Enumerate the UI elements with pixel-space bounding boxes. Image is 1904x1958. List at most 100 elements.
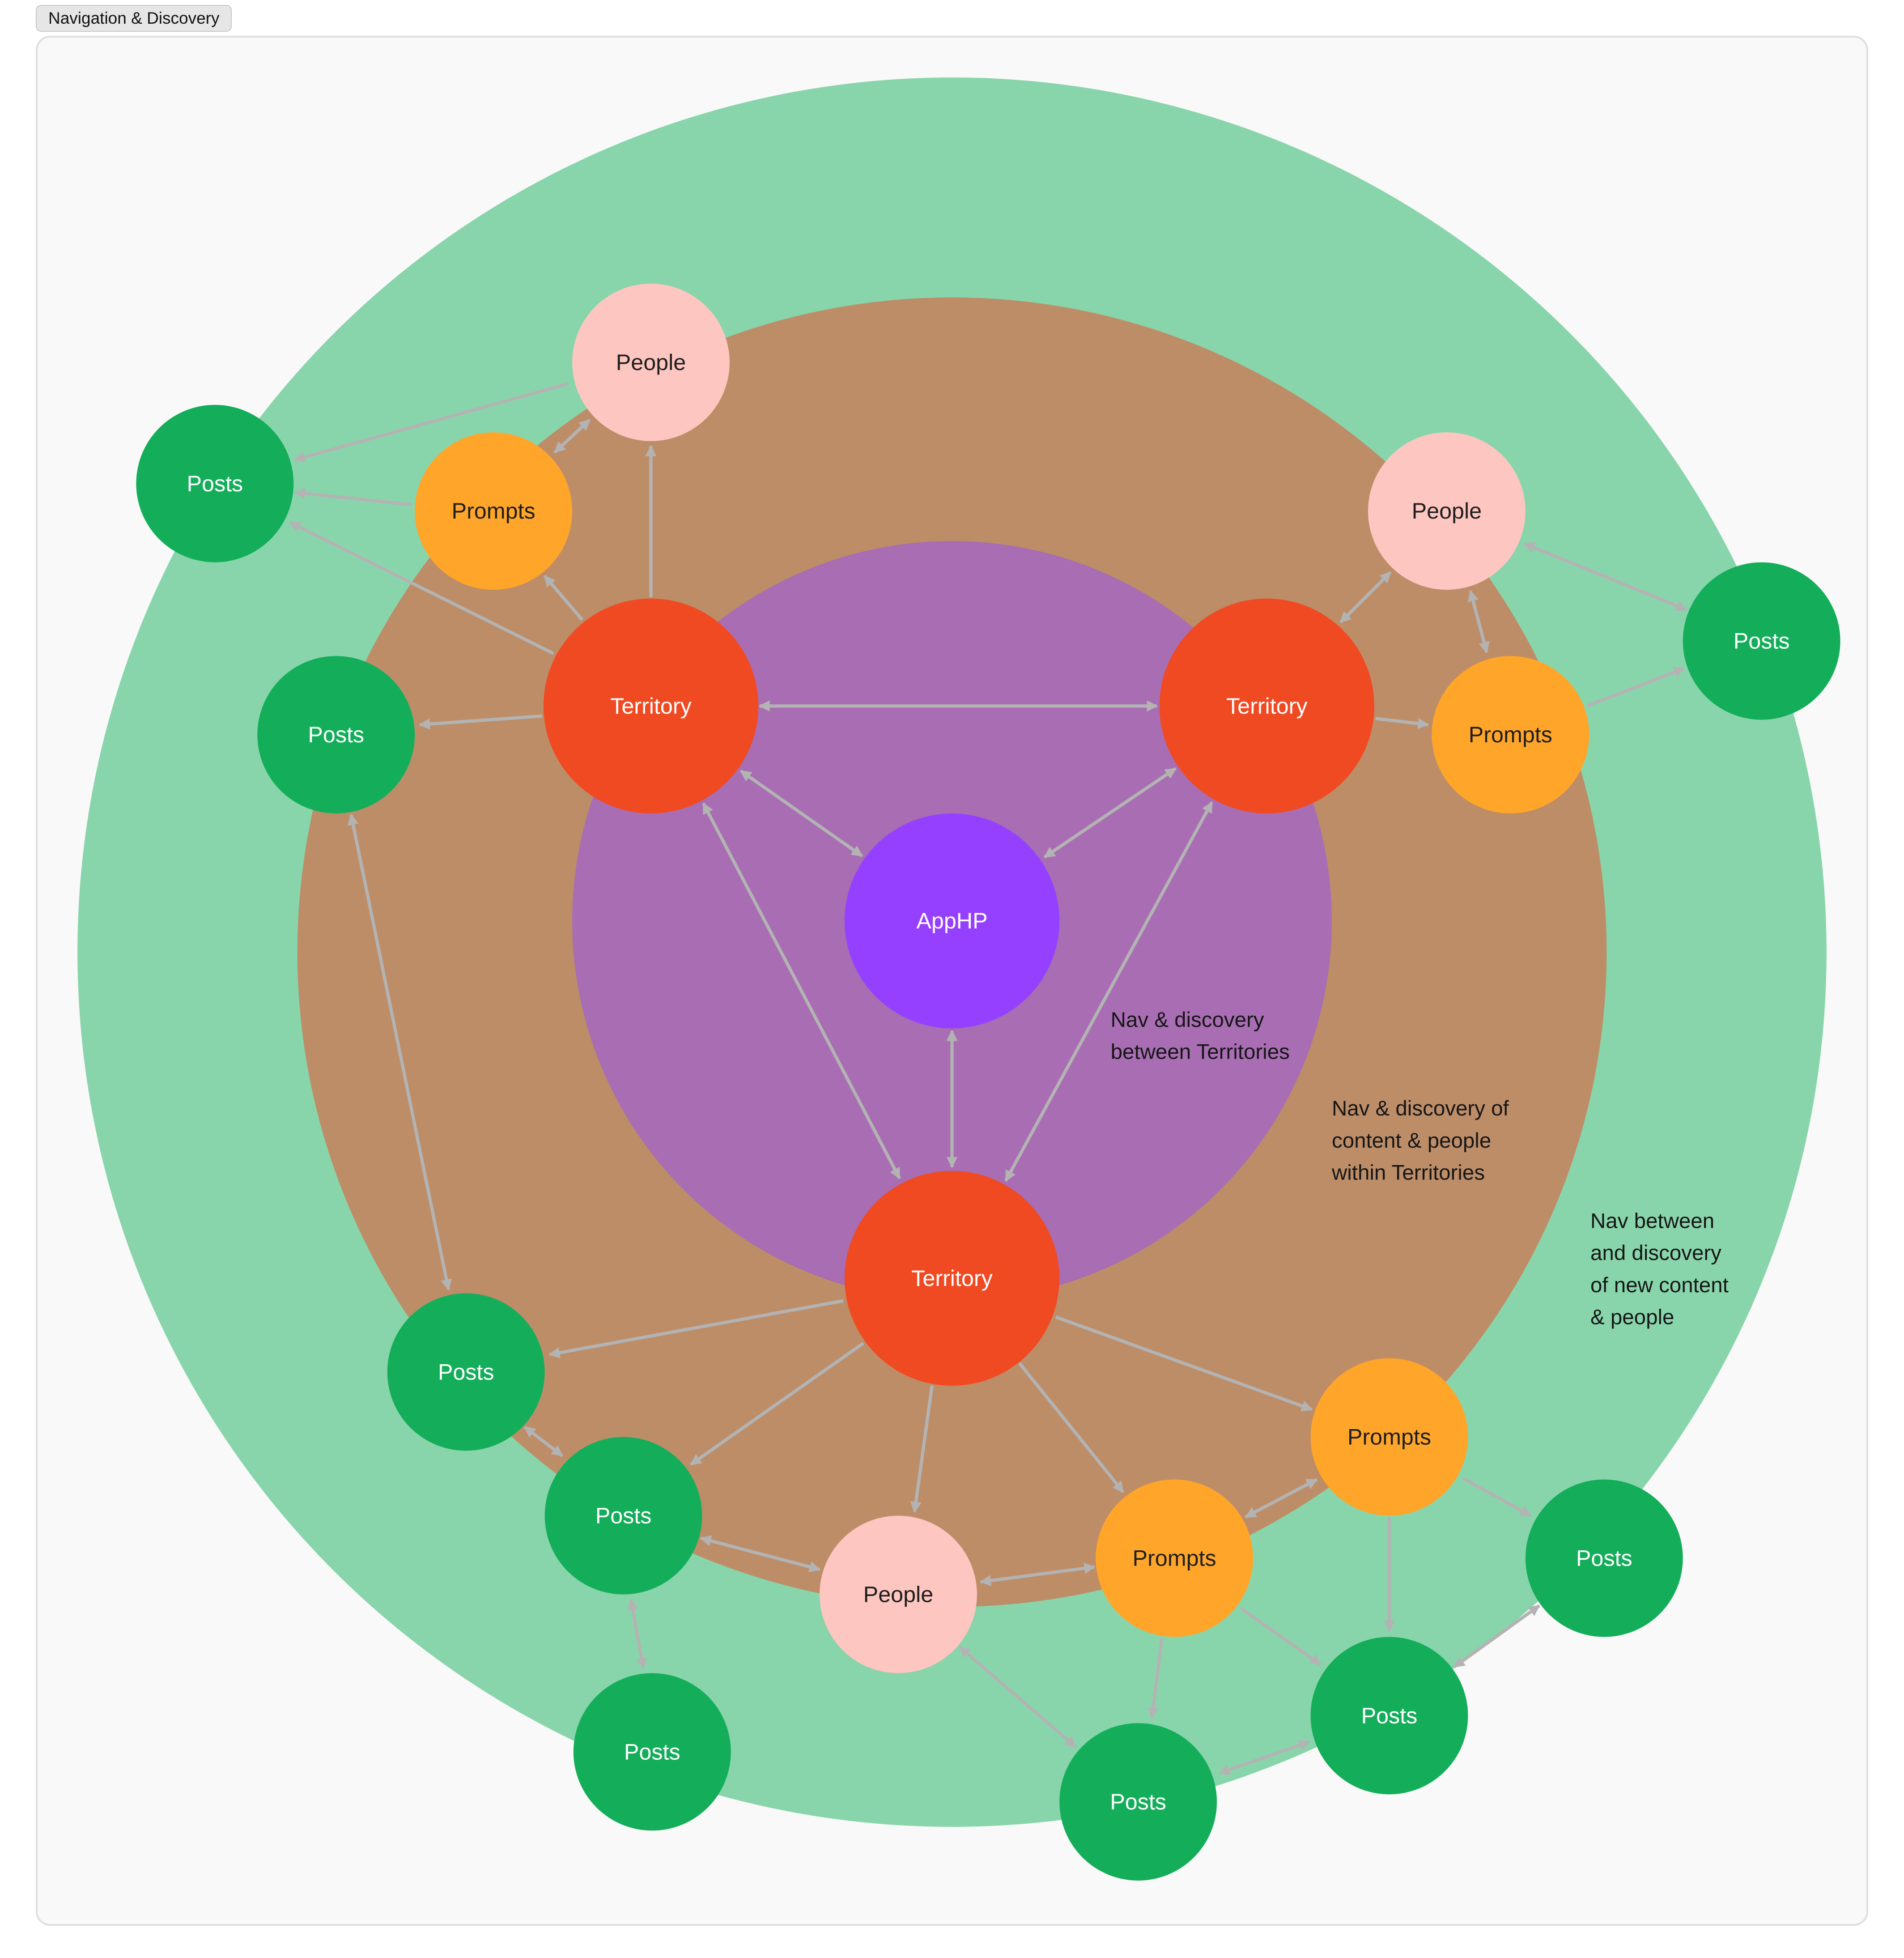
territory-circle[interactable] — [844, 1171, 1060, 1386]
posts-node[interactable]: Posts — [257, 656, 415, 814]
prompts-circle[interactable] — [1310, 1358, 1468, 1516]
posts-label: Posts — [308, 722, 364, 747]
posts-node[interactable]: Posts — [1059, 1723, 1217, 1881]
connector-arrow — [1375, 717, 1429, 729]
connector-arrow — [1339, 571, 1392, 624]
posts-circle[interactable] — [1525, 1479, 1683, 1637]
connector-arrow — [1004, 801, 1214, 1182]
prompts-circle[interactable] — [1096, 1479, 1254, 1637]
prompts-label: Prompts — [1133, 1545, 1216, 1571]
territory-node-bottom[interactable]: Territory — [844, 1171, 1060, 1386]
people-node[interactable]: People — [572, 283, 730, 441]
people-circle[interactable] — [819, 1515, 977, 1673]
connector-arrow — [1218, 1740, 1311, 1775]
connector-arrow — [523, 1426, 563, 1457]
connector-arrow — [1523, 542, 1688, 612]
connector-arrow — [553, 418, 591, 454]
posts-node[interactable]: Posts — [387, 1293, 545, 1451]
posts-node[interactable]: Posts — [1310, 1637, 1468, 1795]
posts-label: Posts — [624, 1739, 680, 1764]
prompts-node[interactable]: Prompts — [1096, 1479, 1254, 1637]
annotation-line: of new content — [1590, 1273, 1729, 1297]
territory-node-top-left[interactable]: Territory — [543, 598, 759, 814]
prompts-node[interactable]: Prompts — [1310, 1358, 1468, 1516]
connector-arrow — [1148, 1638, 1164, 1720]
people-label: People — [616, 350, 686, 375]
posts-circle[interactable] — [257, 656, 415, 814]
prompts-label: Prompts — [1347, 1425, 1431, 1450]
territory-label: Territory — [1226, 694, 1308, 719]
connector-arrow — [289, 521, 554, 655]
apphp-label: AppHP — [916, 908, 987, 933]
posts-circle[interactable] — [573, 1673, 731, 1831]
connector-arrow — [700, 1535, 821, 1572]
annotation-between-territories: Nav & discovery between Territories — [1111, 1008, 1290, 1064]
annotation-line: between Territories — [1111, 1040, 1290, 1064]
territory-circle[interactable] — [543, 598, 759, 814]
prompts-circle[interactable] — [415, 432, 573, 590]
posts-circle[interactable] — [1310, 1637, 1468, 1795]
posts-circle[interactable] — [387, 1293, 545, 1451]
posts-circle[interactable] — [544, 1437, 702, 1595]
territory-node-top-right[interactable]: Territory — [1159, 598, 1374, 814]
annotation-line: & people — [1590, 1305, 1674, 1329]
apphp-node[interactable]: AppHP — [844, 813, 1060, 1029]
connector-arrow — [958, 1645, 1077, 1748]
posts-label: Posts — [595, 1503, 652, 1528]
prompts-label: Prompts — [1469, 722, 1552, 747]
connector-arrow — [293, 382, 569, 463]
connector-arrow — [1018, 1362, 1125, 1493]
connector-arrow — [702, 802, 901, 1179]
posts-label: Posts — [1110, 1789, 1166, 1814]
people-circle[interactable] — [572, 283, 730, 441]
connector-arrow — [1055, 1315, 1313, 1412]
prompts-node[interactable]: Prompts — [1432, 656, 1590, 814]
connector-arrow — [627, 1598, 647, 1669]
connector-arrow — [910, 1385, 934, 1513]
posts-node[interactable]: Posts — [1525, 1479, 1683, 1637]
frame-title-tab[interactable]: Navigation & Discovery — [36, 5, 232, 32]
people-node[interactable]: People — [819, 1515, 977, 1673]
connector-arrow — [690, 1342, 864, 1466]
connector-arrow — [1586, 667, 1685, 708]
posts-node[interactable]: Posts — [136, 404, 294, 562]
posts-node[interactable]: Posts — [544, 1437, 702, 1595]
prompts-circle[interactable] — [1432, 656, 1590, 814]
annotation-new-content: Nav between and discovery of new content & … — [1590, 1209, 1729, 1329]
posts-label: Posts — [438, 1359, 494, 1384]
people-label: People — [863, 1582, 933, 1607]
people-node[interactable]: People — [1368, 432, 1526, 590]
people-label: People — [1412, 498, 1482, 524]
annotation-line: Nav between — [1590, 1209, 1714, 1233]
posts-node[interactable]: Posts — [1683, 562, 1840, 720]
annotation-line: content & people — [1332, 1128, 1491, 1152]
connector-arrow — [1467, 590, 1490, 654]
posts-circle[interactable] — [1683, 562, 1840, 720]
connector-arrow — [293, 488, 412, 507]
territory-label: Territory — [911, 1266, 993, 1291]
territory-circle[interactable] — [1159, 598, 1374, 814]
posts-node[interactable]: Posts — [573, 1673, 731, 1831]
connector-arrow — [347, 813, 452, 1291]
posts-circle[interactable] — [1059, 1723, 1217, 1881]
annotation-line: Nav & discovery of — [1332, 1097, 1509, 1120]
connector-arrow — [979, 1562, 1096, 1586]
prompts-node[interactable]: Prompts — [415, 432, 573, 590]
apphp-circle[interactable] — [844, 813, 1060, 1029]
posts-circle[interactable] — [136, 404, 294, 562]
annotation-line: and discovery — [1590, 1241, 1721, 1265]
posts-label: Posts — [1576, 1545, 1632, 1571]
annotation-line: Nav & discovery — [1111, 1008, 1264, 1031]
posts-label: Posts — [1734, 629, 1790, 654]
connector-arrow — [1462, 1477, 1532, 1517]
posts-label: Posts — [187, 471, 243, 496]
connector-arrow — [548, 1299, 844, 1358]
territory-label: Territory — [610, 694, 692, 719]
prompts-label: Prompts — [452, 498, 536, 524]
people-circle[interactable] — [1368, 432, 1526, 590]
connector-arrow — [418, 714, 543, 730]
posts-label: Posts — [1361, 1703, 1418, 1728]
